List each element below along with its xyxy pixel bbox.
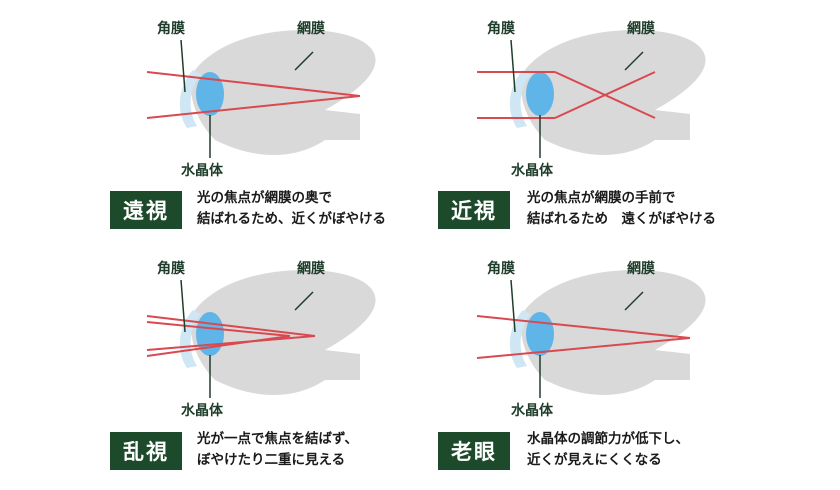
desc-line: ぼやけたり二重に見える [197,452,346,468]
retina-pointer [294,51,314,71]
badge-hyperopia: 遠視 [110,191,182,229]
desc-presbyopia: 水晶体の調節力が低下し、 近くが見えにくくなる [527,429,689,471]
retina-label: 網膜 [627,261,655,277]
eye-diagram-presbyopia [476,270,706,398]
cornea-pointer [180,279,186,333]
lens [196,72,224,116]
retina-label: 網膜 [627,21,655,37]
ray [476,337,691,359]
lens-label: 水晶体 [511,163,553,179]
eyeball-body [521,30,706,155]
eye-diagram-myopia [477,30,706,158]
panel-hyperopia: 角膜 網膜 水晶体 [115,10,445,245]
desc-line: 光が一点で焦点を結ばず、 [197,431,359,447]
cornea-pointer [180,39,186,93]
cornea-pointer [510,279,516,333]
retina-pointer [624,51,644,71]
desc-line: 結ばれるため、近くがぼやける [197,211,386,227]
cornea-pointer [510,39,516,93]
desc-line: 近くが見えにくくなる [527,452,662,468]
desc-hyperopia: 光の焦点が網膜の奥で 結ばれるため、近くがぼやける [197,188,386,230]
eyeball-body [191,30,376,155]
cornea-label: 角膜 [487,261,515,277]
lens-label: 水晶体 [181,163,223,179]
cornea-label: 角膜 [157,261,185,277]
badge-astigmatism: 乱視 [110,432,182,470]
desc-myopia: 光の焦点が網膜の手前で 結ばれるため 遠くがぼやける [527,188,716,230]
badge-presbyopia: 老眼 [438,432,510,470]
retina-label: 網膜 [297,21,325,37]
lens-label: 水晶体 [511,403,553,419]
ray [146,95,361,119]
lens-label: 水晶体 [181,403,223,419]
ray [146,315,316,337]
panel-myopia: 角膜 網膜 水晶体 [445,10,775,245]
eyeball-body [521,270,706,395]
lens [526,312,554,356]
desc-line: 光の焦点が網膜の奥で [197,190,332,206]
desc-line: 水晶体の調節力が低下し、 [527,431,689,447]
ray [146,71,361,97]
retina-pointer [294,291,314,311]
ray [476,315,691,339]
ray [146,335,291,357]
panel-astigmatism: 角膜 網膜 水晶体 [115,250,445,485]
desc-line: 光の焦点が網膜の手前で [527,190,676,206]
ray [554,71,656,119]
cornea-label: 角膜 [487,21,515,37]
retina-pointer [624,291,644,311]
desc-line: 結ばれるため 遠くがぼやける [527,211,716,227]
panel-presbyopia: 角膜 網膜 水晶体 [445,250,775,485]
desc-astigmatism: 光が一点で焦点を結ばず、 ぼやけたり二重に見える [197,429,358,471]
ray [146,335,316,351]
ray [146,321,291,337]
cornea-label: 角膜 [157,21,185,37]
eye-diagram-astigmatism [146,270,376,398]
retina-label: 網膜 [297,261,325,277]
badge-myopia: 近視 [438,191,510,229]
lens [526,72,554,116]
eye-diagram-hyperopia [146,30,376,158]
